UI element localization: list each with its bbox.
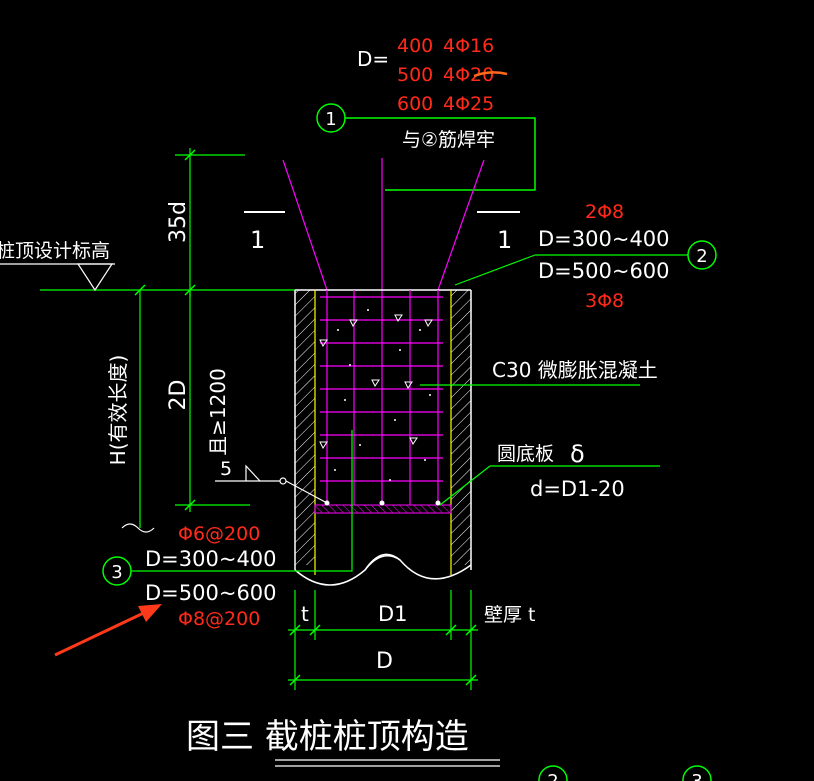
bottom-dimensions: t D1 壁厚 t D (288, 590, 536, 690)
pile-wall-left (295, 290, 315, 565)
dim-t-label: t (301, 602, 309, 626)
tick (134, 284, 146, 296)
callout-2: 2 2Φ8 D=300~400 D=500~600 3Φ8 (454, 201, 717, 312)
pile-break-bottom (294, 555, 472, 586)
callout-number: 1 (325, 109, 336, 130)
dim-2d-label: 2D (166, 380, 191, 411)
arrow-shaft (54, 608, 151, 657)
table-row-bars: 4Φ25 (443, 93, 494, 115)
callout-note: 与②筋焊牢 (402, 129, 495, 151)
callout-number: 3 (111, 562, 122, 583)
drawing-title: 图三 截桩桩顶构造 (186, 717, 500, 767)
bottom-plate-callout: 圆底板 δ d=D1-20 (439, 440, 660, 506)
callout-number: 3 (691, 771, 702, 781)
bottom-callouts: 2 3 (538, 765, 712, 781)
tick (289, 624, 301, 636)
plate-delta: δ (570, 440, 585, 468)
anchor-bar (437, 159, 485, 291)
dim-d-label: D (376, 649, 393, 674)
section-mark-right: 1 (497, 226, 512, 254)
left-dimensions: 35d 2D 且≥1200 H(有效长度) (40, 148, 295, 533)
dim-d1-label: D1 (378, 602, 408, 626)
plate-leader (439, 465, 491, 506)
concrete-speckles (334, 309, 431, 481)
red-arrow (54, 604, 162, 657)
callout-1: 1 与②筋焊牢 (316, 103, 536, 191)
weld-symbol: 5 (215, 458, 328, 504)
callout-leader (454, 254, 536, 286)
callout-bar-large: Φ8@200 (178, 608, 260, 630)
pile-body (294, 289, 472, 586)
weld-leader (285, 480, 328, 504)
section-mark-left: 1 (250, 226, 265, 254)
weld-triangle (245, 464, 261, 482)
tick (445, 624, 457, 636)
concrete-triangles (319, 314, 433, 449)
concrete-callout: C30 微膨胀混凝土 (420, 358, 658, 386)
table-row-dia: 400 (397, 35, 433, 57)
tick (184, 149, 196, 161)
wall-thickness-label: 壁厚 t (484, 604, 536, 626)
pile-top-elevation: 桩顶设计标高 (0, 240, 115, 292)
tick (289, 674, 301, 686)
top-rebar-table: D= 400 4Φ16 500 4Φ20 600 4Φ25 (357, 35, 508, 115)
arrow-head (138, 604, 162, 622)
callout-circle (538, 765, 568, 781)
callout-leader (345, 117, 536, 191)
tick (184, 499, 196, 511)
effective-length-label: H(有效长度) (106, 355, 130, 466)
anchor-bar (282, 159, 328, 291)
callout-range-large: D=500~600 (538, 259, 670, 283)
concrete-label: C30 微膨胀混凝土 (492, 358, 658, 382)
title-text: 图三 截桩桩顶构造 (186, 717, 469, 757)
callout-bar-small: 2Φ8 (585, 201, 624, 223)
section-marks: 1 1 (244, 211, 520, 254)
weld-mark: 5 (220, 458, 232, 480)
callout-range-small: D=300~400 (538, 227, 670, 251)
break-mark (121, 523, 155, 533)
table-row-dia: 500 (397, 64, 433, 86)
pile-wall-right (451, 290, 471, 565)
callout-3: 3 Φ6@200 D=300~400 D=500~600 Φ8@200 (102, 430, 353, 630)
anchor-bars (282, 158, 485, 505)
callout-bar-small: Φ6@200 (178, 523, 260, 545)
hand-mark (473, 71, 508, 78)
pile-break-inner (364, 553, 401, 571)
table-row-dia: 600 (397, 93, 433, 115)
callout-circle (682, 765, 712, 781)
callout-bar-large: 3Φ8 (585, 290, 624, 312)
table-row-bars: 4Φ20 (443, 64, 494, 86)
dim-1200-label: 且≥1200 (206, 368, 230, 456)
tick (465, 674, 477, 686)
table-row-bars: 4Φ16 (443, 35, 494, 57)
dim-35d-label: 35d (166, 201, 191, 243)
callout-range-small: D=300~400 (145, 547, 277, 571)
plate-label: 圆底板 (497, 443, 554, 465)
tick (465, 624, 477, 636)
callout-number: 2 (696, 246, 707, 267)
elevation-triangle (76, 263, 114, 292)
plate-formula: d=D1-20 (530, 477, 625, 501)
pile-top-label: 桩顶设计标高 (0, 240, 110, 262)
callout-number: 2 (547, 771, 558, 781)
bottom-plate (314, 504, 452, 514)
callout-range-large: D=500~600 (145, 581, 277, 605)
tick (309, 624, 321, 636)
rebar-cage (320, 290, 443, 505)
table-prefix: D= (357, 47, 389, 71)
callout-leader (131, 430, 353, 572)
weld-circle (279, 477, 287, 485)
